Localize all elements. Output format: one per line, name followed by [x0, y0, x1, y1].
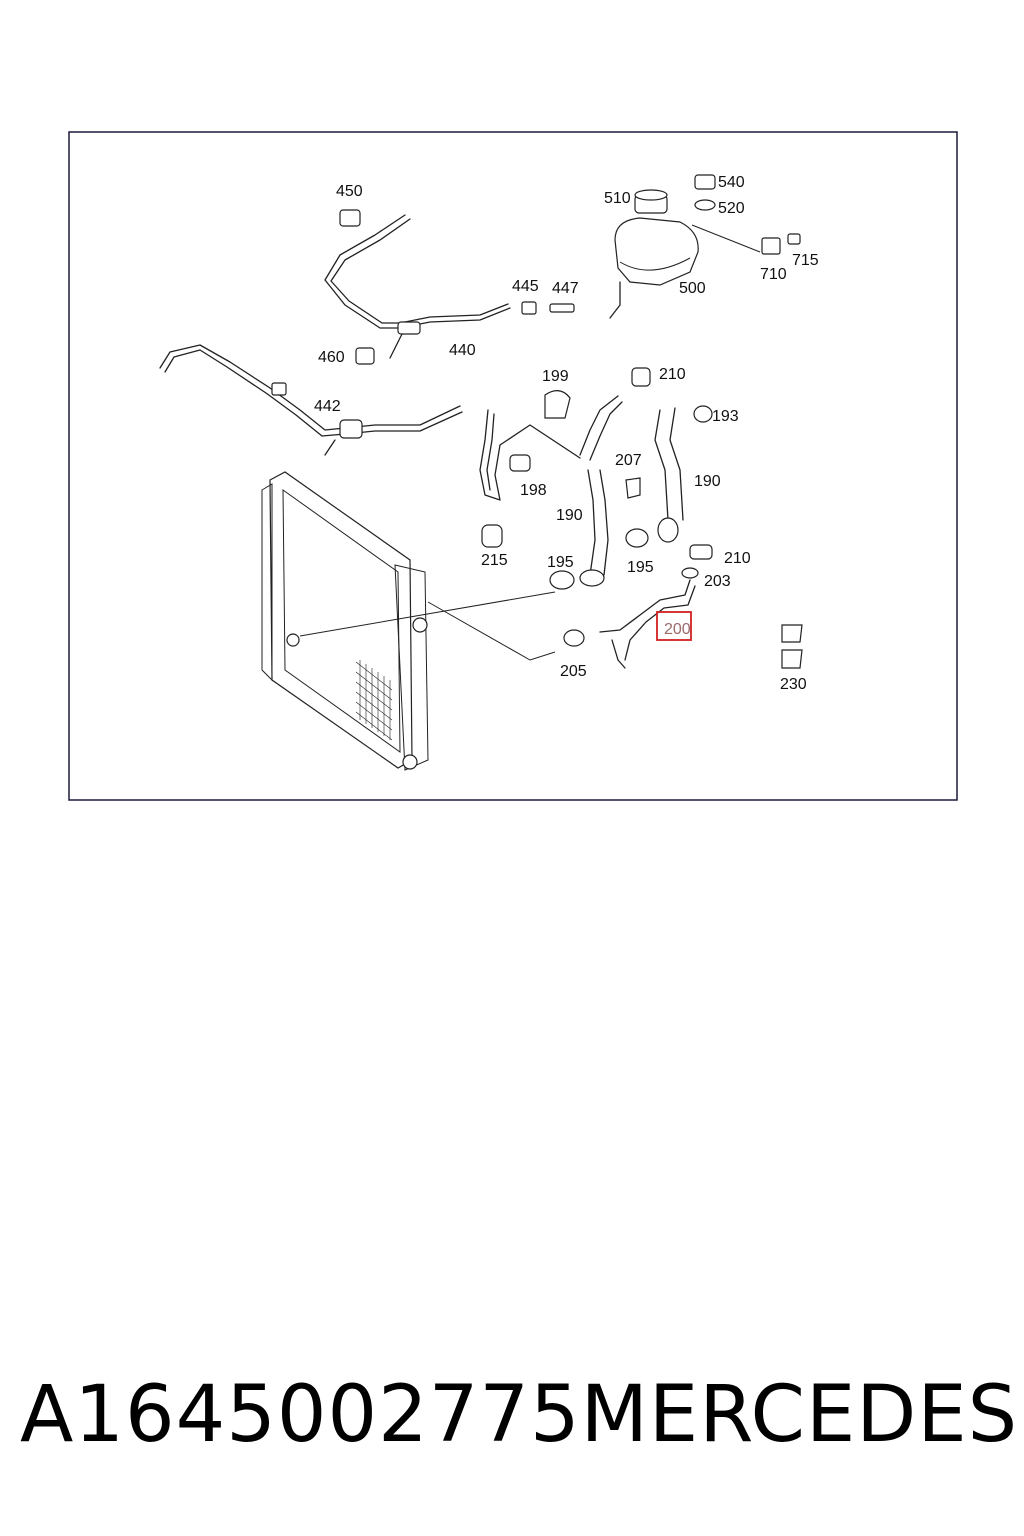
callout-450[interactable]: 450	[336, 183, 363, 200]
callout-207[interactable]: 207	[615, 452, 642, 469]
caption: A1645002775 MERCEDES	[20, 1370, 1017, 1460]
callout-715[interactable]: 715	[792, 252, 819, 269]
part-number: A1645002775	[20, 1370, 581, 1460]
callout-520[interactable]: 520	[718, 200, 745, 217]
callout-210-upper[interactable]: 210	[659, 366, 686, 383]
callout-193[interactable]: 193	[712, 408, 739, 425]
callout-540[interactable]: 540	[718, 174, 745, 191]
callout-205[interactable]: 205	[560, 663, 587, 680]
callout-442[interactable]: 442	[314, 398, 341, 415]
coolant-hoses	[479, 367, 803, 669]
callout-198[interactable]: 198	[520, 482, 547, 499]
callout-labels: 450 510 540 520 715 710 445 447 500 460 …	[314, 174, 819, 693]
callout-215[interactable]: 215	[481, 552, 508, 569]
vent-hose-upper	[324, 209, 575, 365]
vent-hose-lower	[159, 344, 463, 456]
callout-230[interactable]: 230	[780, 676, 807, 693]
callout-710[interactable]: 710	[760, 266, 787, 283]
callout-195-right[interactable]: 195	[627, 559, 654, 576]
diagram-frame	[68, 131, 958, 801]
expansion-tank	[609, 174, 801, 319]
brand-name: MERCEDES	[580, 1370, 1019, 1460]
callout-447[interactable]: 447	[552, 280, 579, 297]
callout-500[interactable]: 500	[679, 280, 706, 297]
callout-199[interactable]: 199	[542, 368, 569, 385]
callout-445[interactable]: 445	[512, 278, 539, 295]
radiator	[261, 471, 556, 771]
callout-190-right[interactable]: 190	[694, 473, 721, 490]
callout-200[interactable]: 200	[664, 621, 691, 638]
callout-203[interactable]: 203	[704, 573, 731, 590]
highlight-box	[656, 611, 692, 641]
callout-210-lower[interactable]: 210	[724, 550, 751, 567]
callout-440[interactable]: 440	[449, 342, 476, 359]
callout-190-left[interactable]: 190	[556, 507, 583, 524]
callout-195-left[interactable]: 195	[547, 554, 574, 571]
highlight-part-200[interactable]: 200	[656, 611, 692, 641]
callout-460[interactable]: 460	[318, 349, 345, 366]
callout-510[interactable]: 510	[604, 190, 631, 207]
